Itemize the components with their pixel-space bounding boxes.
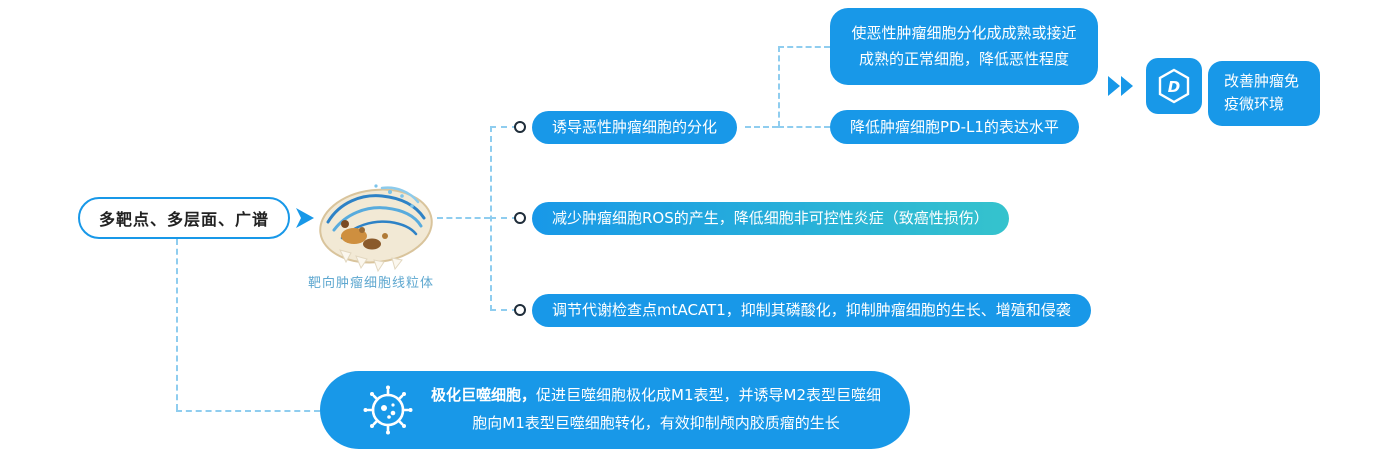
hexagon-badge: D [1146, 58, 1202, 114]
connector-line [176, 410, 320, 412]
result-pill-label: 降低肿瘤细胞PD-L1的表达水平 [850, 118, 1059, 136]
connector-dot [514, 304, 526, 316]
macrophage-box: 极化巨噬细胞，促进巨噬细胞极化成M1表型，并诱导M2表型巨噬细胞向M1表型巨噬细… [320, 371, 910, 449]
connector-line [437, 217, 490, 219]
macrophage-text-bold: 极化巨噬细胞， [431, 386, 537, 405]
fast-forward-icon [1108, 75, 1138, 101]
immune-outcome-box: 改善肿瘤免疫微环境 [1208, 61, 1320, 126]
effect-pill-ros: 减少肿瘤细胞ROS的产生，降低细胞非可控性炎症（致癌性损伤） [532, 202, 1009, 235]
result-box-maturation: 使恶性肿瘤细胞分化成成熟或接近成熟的正常细胞，降低恶性程度 [830, 8, 1098, 85]
macrophage-text-rest: 促进巨噬细胞极化成M1表型，并诱导M2表型巨噬细胞向M1表型巨噬细胞转化，有效抑… [472, 386, 881, 432]
source-label: 多靶点、多层面、广谱 [98, 210, 269, 229]
effect-pill-mtacat1: 调节代谢检查点mtACAT1，抑制其磷酸化，抑制肿瘤细胞的生长、增殖和侵袭 [532, 294, 1091, 327]
connector-dot [514, 212, 526, 224]
macrophage-text: 极化巨噬细胞，促进巨噬细胞极化成M1表型，并诱导M2表型巨噬细胞向M1表型巨噬细… [430, 382, 882, 438]
connector-line [490, 309, 518, 311]
effect-pill-differentiation: 诱导恶性肿瘤细胞的分化 [532, 111, 738, 144]
result-pill-pdl1: 降低肿瘤细胞PD-L1的表达水平 [830, 110, 1079, 144]
connector-line [778, 126, 830, 128]
hexagon-icon: D [1158, 68, 1190, 104]
connector-line [490, 126, 518, 128]
connector-line [490, 217, 518, 219]
connector-dot [514, 121, 526, 133]
connector-line [778, 46, 830, 48]
mitochondria-illustration [312, 172, 440, 278]
connector-line [778, 46, 780, 127]
connector-line [745, 126, 778, 128]
result-box-label: 使恶性肿瘤细胞分化成成熟或接近成熟的正常细胞，降低恶性程度 [851, 24, 1077, 69]
virus-icon [362, 384, 414, 440]
effect-pill-label: 减少肿瘤细胞ROS的产生，降低细胞非可控性炎症（致癌性损伤） [552, 209, 989, 227]
connector-line [176, 239, 178, 410]
effect-pill-label: 诱导恶性肿瘤细胞的分化 [552, 118, 718, 136]
hexagon-badge-letter: D [1168, 78, 1180, 96]
arrow-right-icon [294, 206, 316, 234]
source-box: 多靶点、多层面、广谱 [78, 197, 290, 239]
mitochondria-caption: 靶向肿瘤细胞线粒体 [307, 276, 434, 291]
immune-outcome-label: 改善肿瘤免疫微环境 [1224, 72, 1300, 114]
effect-pill-label: 调节代谢检查点mtACAT1，抑制其磷酸化，抑制肿瘤细胞的生长、增殖和侵袭 [552, 301, 1071, 319]
